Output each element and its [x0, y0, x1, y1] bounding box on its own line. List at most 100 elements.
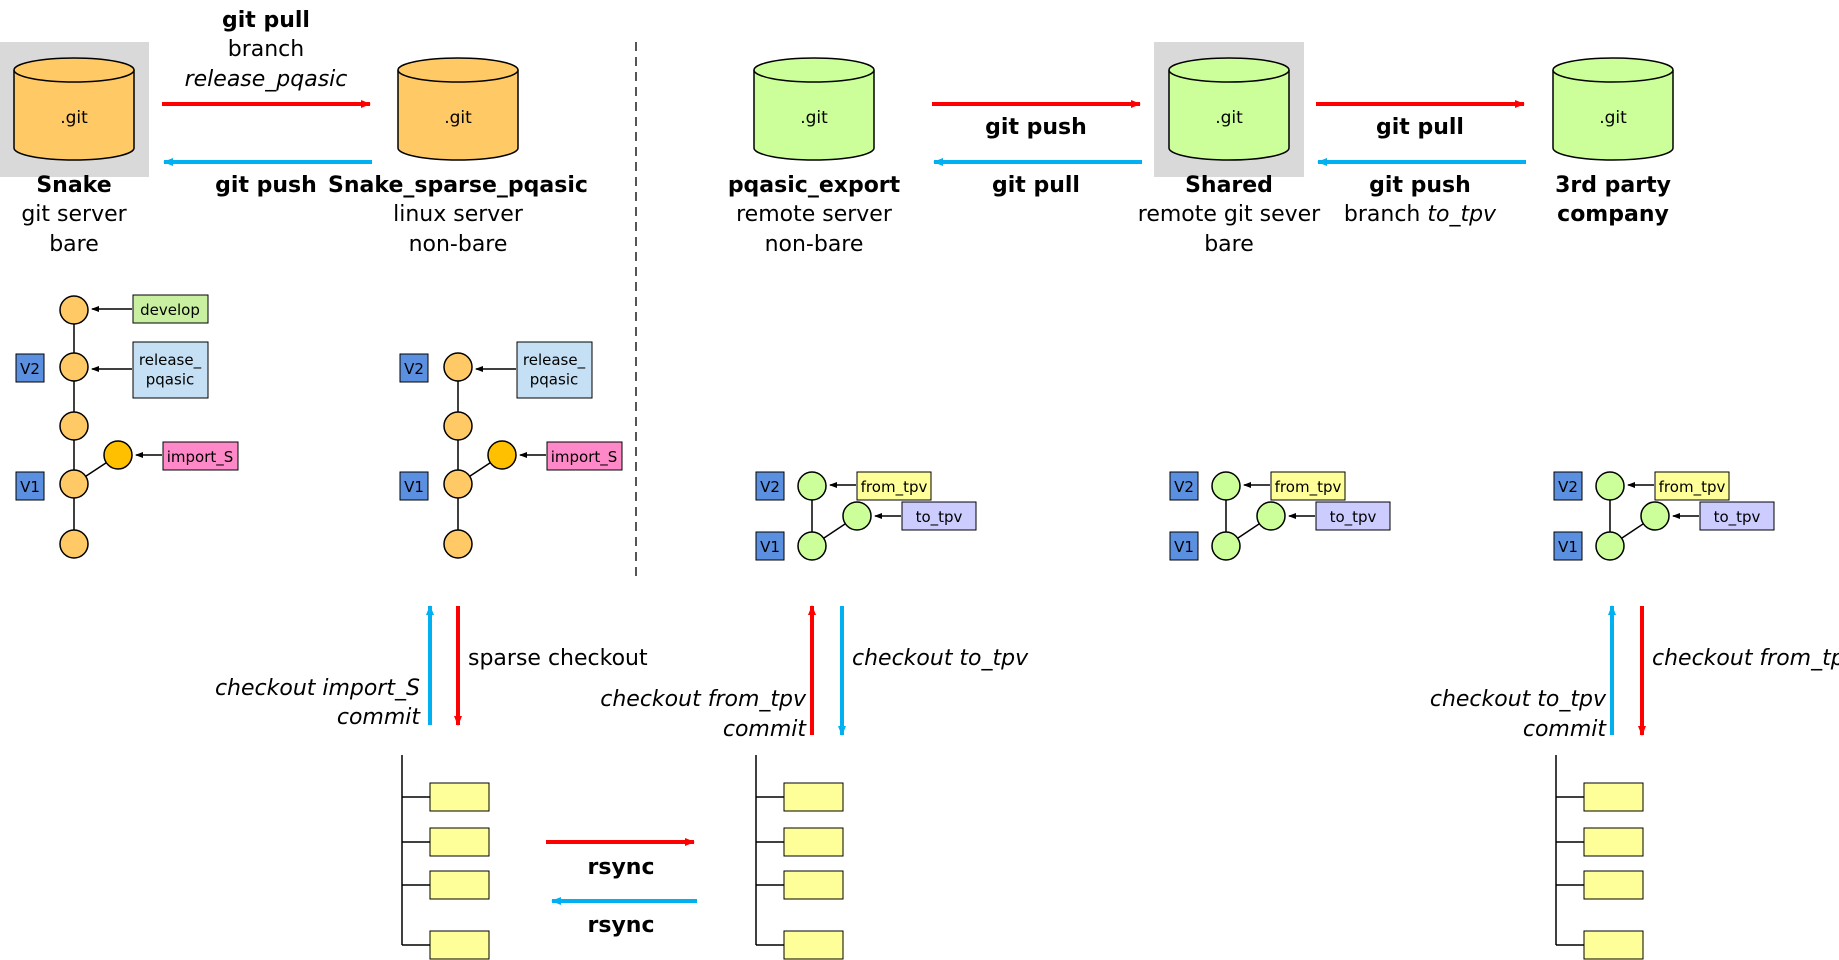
v2-tag [399, 353, 429, 383]
file-icon [429, 870, 490, 900]
develop-branch-label [132, 294, 209, 324]
snake-pull-branch-name: release_pqasic [185, 67, 348, 92]
from-tpv-label-text: from_tpv [861, 478, 928, 497]
to-tpv-branch-label [1699, 501, 1775, 531]
third-party-commit-graph: from_tpv to_tpv V2 V1 [1553, 471, 1775, 561]
from-tpv-branch-label [1270, 471, 1346, 501]
tp-commit-label: commit [1523, 717, 1608, 742]
commit-node [1595, 471, 1625, 501]
export-checkout-down-label: checkout to_tpv [852, 646, 1029, 671]
commit-node [103, 440, 133, 470]
snake-type: git server [21, 202, 127, 227]
file-icon [1583, 930, 1644, 960]
import-s-label-text: import_S [551, 448, 618, 467]
v2-tag-text: V2 [1558, 478, 1578, 496]
snake-commit-graph: develop release_pqasic import_S V2 V1 [15, 294, 239, 559]
v2-tag-text: V2 [20, 360, 40, 378]
v1-tag [755, 531, 785, 561]
pqasic-export-bare: non-bare [765, 232, 864, 257]
v1-tag [15, 471, 45, 501]
develop-label-text: develop [140, 301, 200, 319]
commit-node [443, 352, 473, 382]
pqasic-export-name: pqasic_export [728, 173, 901, 198]
snake-sparse-type: linux server [393, 202, 524, 227]
v2-tag [755, 471, 785, 501]
label-line: release_ [139, 351, 202, 370]
third-party-name-1: 3rd party [1555, 173, 1671, 198]
from-tpv-label-text: from_tpv [1659, 478, 1726, 497]
file-icon [429, 782, 490, 812]
from-tpv-branch-label [856, 471, 932, 501]
snake-bare: bare [49, 232, 99, 257]
import-s-branch-label [162, 441, 239, 471]
commit-node [1256, 501, 1286, 531]
label-line: release_ [523, 351, 586, 370]
to-tpv-label-text: to_tpv [916, 508, 963, 527]
shared-commit-graph: from_tpv to_tpv V2 V1 [1169, 471, 1391, 561]
shared-pull-label: git pull [1376, 115, 1464, 140]
commit-node [59, 411, 89, 441]
v2-tag [1553, 471, 1583, 501]
file-icon [783, 930, 844, 960]
git-label: .git [444, 108, 472, 128]
export-working-tree [755, 755, 844, 960]
snake-sparse-repo: .git [397, 57, 519, 161]
file-icon [783, 782, 844, 812]
commit-node [59, 469, 89, 499]
snake-sparse-bare: non-bare [409, 232, 508, 257]
git-label: .git [800, 108, 828, 128]
commit-node [59, 529, 89, 559]
git-label: .git [1599, 108, 1627, 128]
snake-sparse-commit-graph: release_pqasic import_S V2 V1 [399, 341, 623, 559]
shared-push-label: git push [1369, 173, 1471, 198]
pqasic-export-type: remote server [736, 202, 893, 227]
release-label-text: release_pqasic [523, 351, 586, 389]
commit-node [797, 471, 827, 501]
file-icon [429, 827, 490, 857]
commit-node [443, 529, 473, 559]
v1-tag-text: V1 [1558, 538, 1578, 556]
label-line: pqasic [530, 371, 578, 389]
third-party-working-tree [1555, 755, 1644, 960]
commit-node [1211, 471, 1241, 501]
release-branch-label [516, 341, 593, 399]
shared-bare: bare [1204, 232, 1254, 257]
from-tpv-branch-label [1654, 471, 1730, 501]
third-party-name-2: company [1557, 202, 1669, 227]
commit-node [59, 352, 89, 382]
export-commit-label: commit [723, 717, 808, 742]
git-label: .git [60, 108, 88, 128]
tp-checkout-label: checkout to_tpv [1430, 687, 1607, 712]
file-icon [783, 827, 844, 857]
to-tpv-label-text: to_tpv [1714, 508, 1761, 527]
branch-name: to_tpv [1427, 202, 1497, 227]
label-line: pqasic [146, 371, 194, 389]
file-icon [429, 930, 490, 960]
release-branch-label [132, 341, 209, 399]
shared-push-branch-label: branch to_tpv [1344, 202, 1497, 227]
sparse-working-tree [401, 755, 490, 960]
shared-type: remote git sever [1138, 202, 1321, 227]
commit-node [443, 469, 473, 499]
file-icon [1583, 782, 1644, 812]
snake-commit-label: commit [337, 705, 422, 730]
v2-tag [1169, 471, 1199, 501]
pqasic-export-commit-graph: from_tpv to_tpv V2 V1 [755, 471, 977, 561]
to-tpv-branch-label [901, 501, 977, 531]
file-icon [783, 870, 844, 900]
commit-node [1211, 531, 1241, 561]
git-label: .git [1215, 108, 1243, 128]
v1-tag-text: V1 [404, 478, 424, 496]
from-tpv-label-text: from_tpv [1275, 478, 1342, 497]
v1-tag [399, 471, 429, 501]
v1-tag-text: V1 [1174, 538, 1194, 556]
v1-tag [1553, 531, 1583, 561]
commit-node [1595, 531, 1625, 561]
commit-node [59, 295, 89, 325]
rsync-right-label: rsync [588, 855, 655, 880]
snake-name: Snake [36, 173, 111, 198]
import-s-label-text: import_S [167, 448, 234, 467]
shared-name: Shared [1185, 173, 1273, 198]
pqasic-export-repo: .git [753, 57, 875, 161]
